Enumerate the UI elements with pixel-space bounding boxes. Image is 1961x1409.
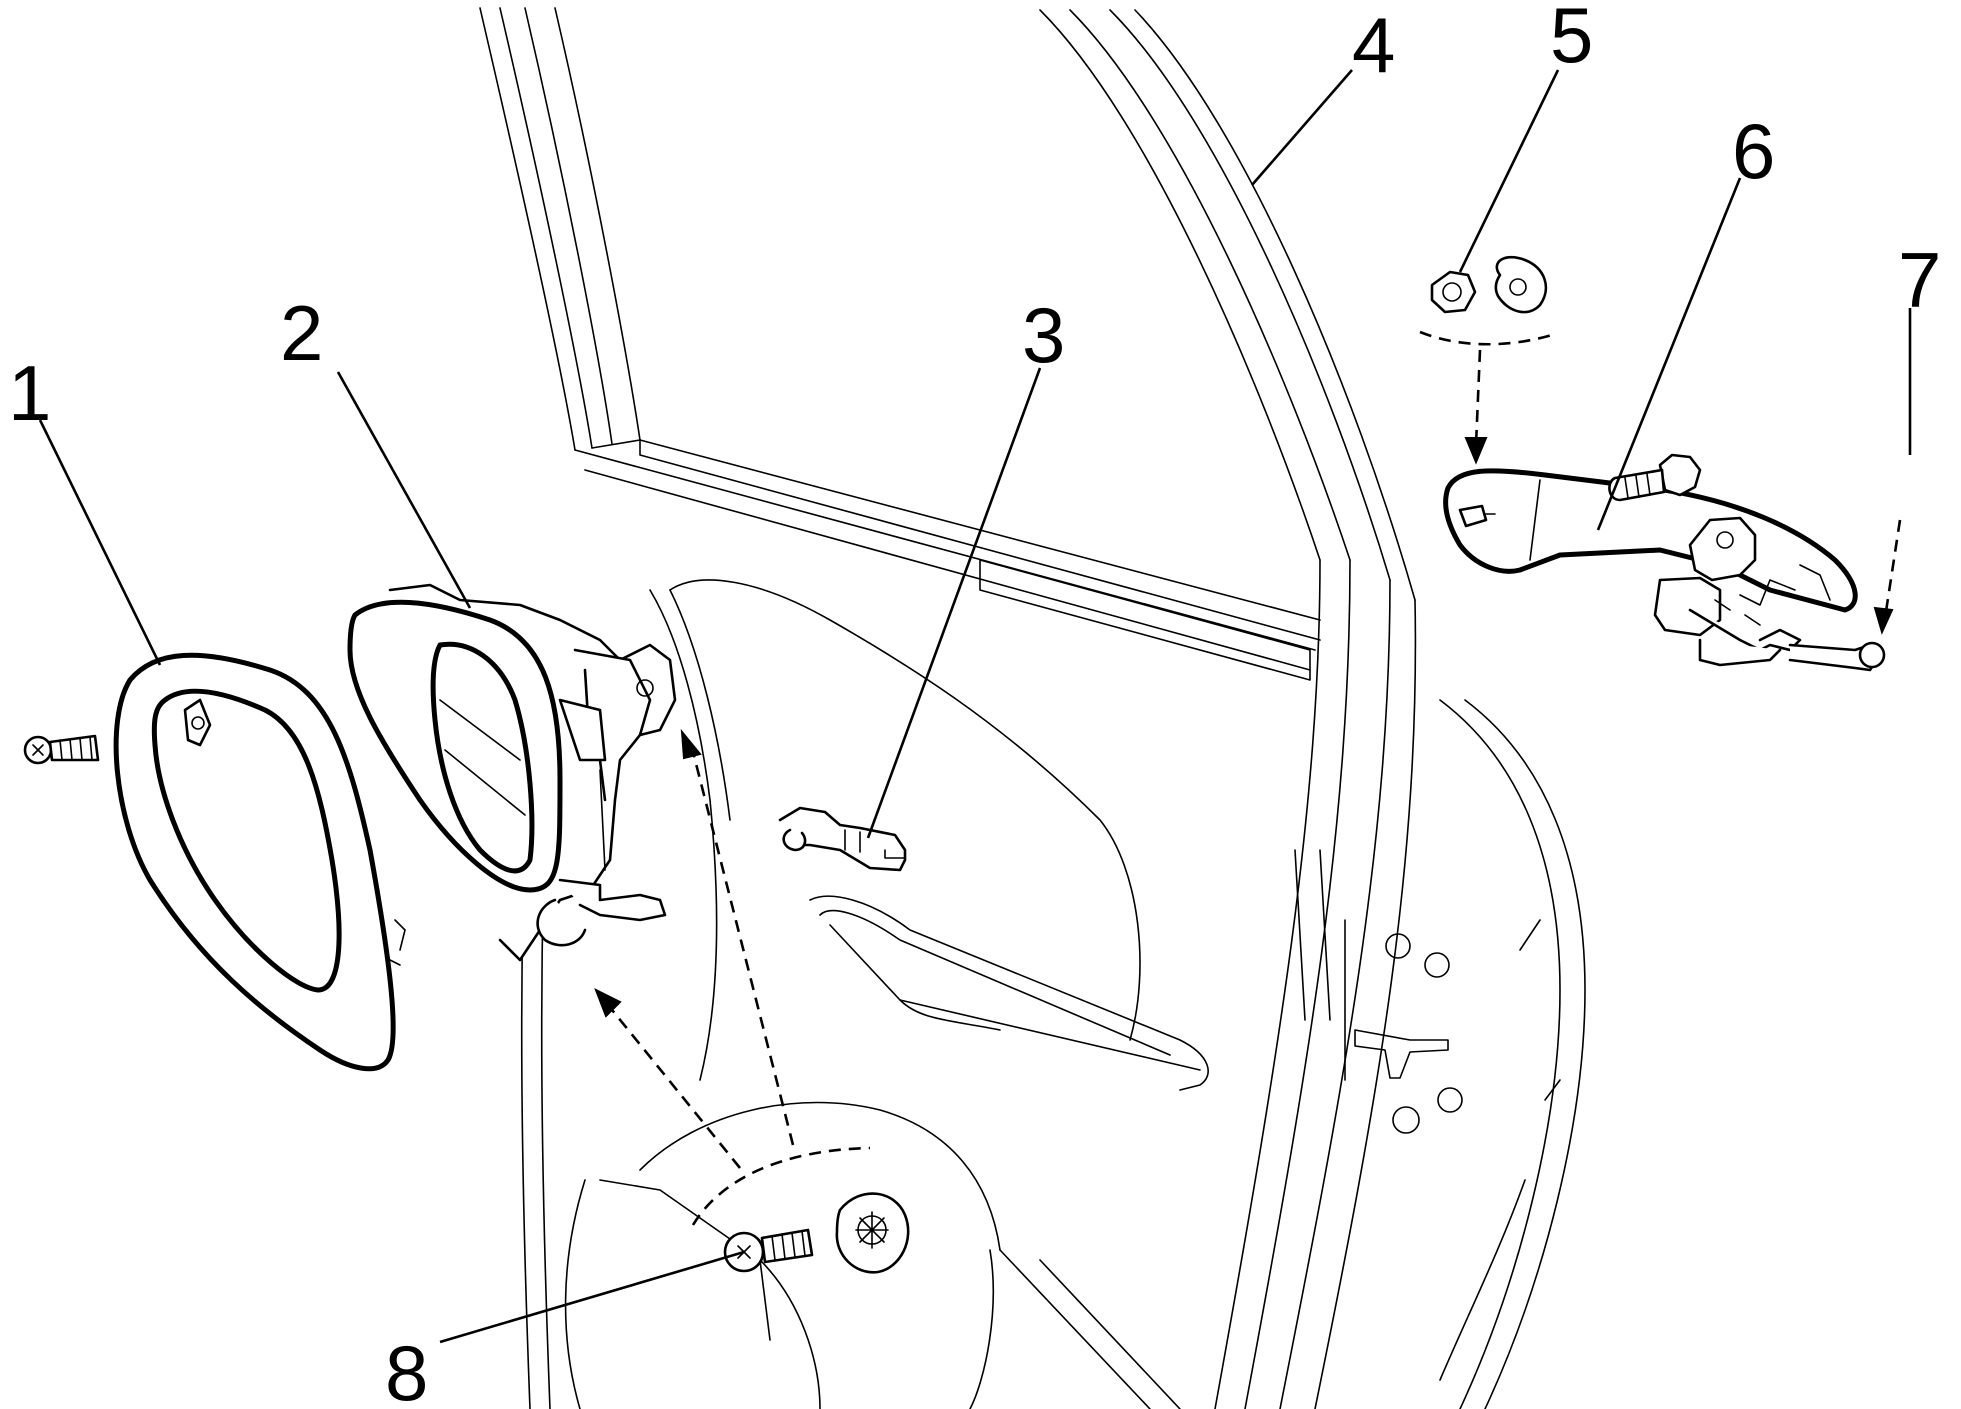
bolt-and-washer bbox=[723, 1192, 910, 1274]
leader-line-1 bbox=[38, 419, 162, 666]
leader-line-3 bbox=[866, 367, 1042, 839]
callout-5: 5 bbox=[1550, 0, 1593, 79]
leader-line-6 bbox=[1596, 177, 1742, 531]
leader-line-8 bbox=[439, 1250, 745, 1344]
inner-handle-assembly bbox=[347, 583, 677, 962]
callout-4: 4 bbox=[1352, 1, 1395, 89]
callout-1: 1 bbox=[8, 349, 51, 437]
callout-2: 2 bbox=[280, 289, 323, 377]
callout-7: 7 bbox=[1898, 236, 1941, 324]
nut-and-washer bbox=[1430, 255, 1548, 314]
lock-rod-clip bbox=[778, 806, 907, 872]
leader-line-2 bbox=[336, 371, 472, 609]
callout-3: 3 bbox=[1022, 291, 1065, 379]
outer-handle bbox=[1443, 468, 1886, 672]
inner-handle-bezel bbox=[113, 652, 406, 1072]
bezel-screw bbox=[23, 734, 100, 765]
leader-line-5 bbox=[1458, 69, 1560, 273]
door-panel bbox=[479, 7, 1586, 1409]
leader-line-4 bbox=[1251, 69, 1353, 186]
callout-8: 8 bbox=[385, 1329, 428, 1409]
callout-6: 6 bbox=[1732, 107, 1775, 195]
outer-handle-bolt bbox=[1608, 453, 1702, 502]
